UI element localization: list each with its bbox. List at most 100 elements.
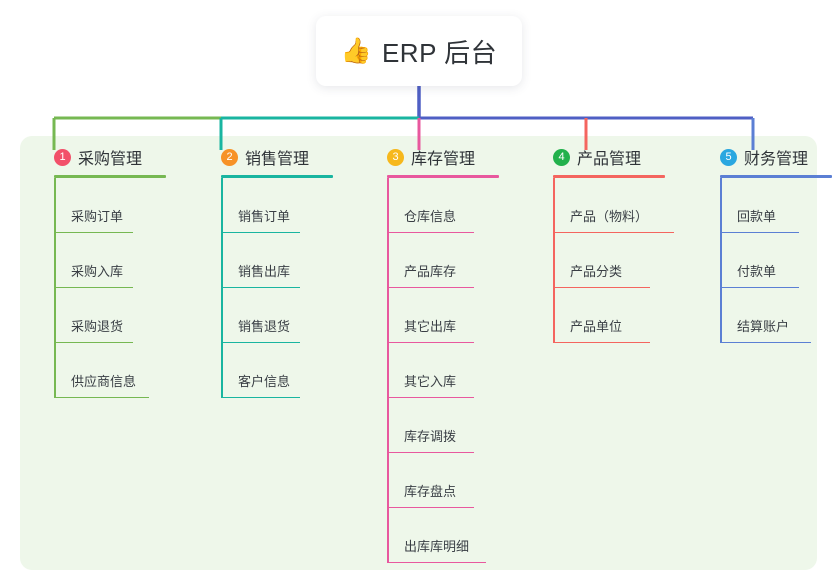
menu-item[interactable]: 出库库明细 — [388, 508, 529, 563]
menu-item-rule — [721, 231, 799, 233]
menu-item[interactable]: 仓库信息 — [388, 178, 529, 233]
menu-item-rule — [721, 286, 799, 288]
column-spine-4 — [553, 178, 555, 343]
column-rule-2 — [221, 175, 333, 178]
column-badge-1: 1 — [54, 148, 71, 166]
menu-item-rule — [554, 286, 650, 288]
column-spine-1 — [54, 178, 56, 398]
menu-item[interactable]: 库存调拨 — [388, 398, 529, 453]
column-items-2: 销售订单销售出库销售退货客户信息 — [203, 178, 353, 398]
column-header-1[interactable]: 1 采购管理 — [36, 146, 186, 168]
menu-item-rule — [222, 231, 300, 233]
menu-item[interactable]: 库存盘点 — [388, 453, 529, 508]
menu-item-label: 回款单 — [737, 209, 777, 224]
column-spine-2 — [221, 178, 223, 398]
menu-item-rule — [388, 506, 474, 508]
column-badge-4: 4 — [553, 148, 570, 166]
menu-item-label: 供应商信息 — [71, 374, 137, 389]
menu-item-label: 采购退货 — [71, 319, 124, 334]
column-items-4: 产品（物料） 产品分类产品单位 — [535, 178, 700, 343]
menu-item-label: 销售出库 — [238, 264, 291, 279]
column-1: 1 采购管理采购订单采购入库采购退货供应商信息 — [36, 146, 186, 398]
column-title-4: 产品管理 — [577, 151, 642, 168]
menu-item-rule — [721, 341, 811, 343]
menu-item[interactable]: 回款单 — [721, 178, 839, 233]
column-badge-3: 3 — [387, 148, 404, 166]
menu-item-rule — [222, 396, 300, 398]
root-node-erp-backend[interactable]: 👍 ERP 后台 — [316, 16, 522, 86]
column-title-3: 库存管理 — [411, 151, 476, 168]
background-panel — [20, 136, 817, 570]
column-header-2[interactable]: 2 销售管理 — [203, 146, 353, 168]
column-badge-2: 2 — [221, 148, 238, 166]
menu-item-rule — [55, 231, 133, 233]
menu-item-rule — [388, 451, 474, 453]
menu-item-label: 付款单 — [737, 264, 777, 279]
column-title-2: 销售管理 — [245, 151, 310, 168]
menu-item[interactable]: 付款单 — [721, 233, 839, 288]
menu-item-rule — [388, 231, 474, 233]
menu-item-label: 销售退货 — [238, 319, 291, 334]
root-node-title: ERP 后台 — [381, 37, 498, 68]
column-header-3[interactable]: 3 库存管理 — [369, 146, 529, 168]
menu-item[interactable]: 客户信息 — [222, 343, 353, 398]
menu-item[interactable]: 其它出库 — [388, 288, 529, 343]
menu-item-label: 采购入库 — [71, 264, 124, 279]
menu-item-label: 库存调拨 — [404, 429, 457, 444]
menu-item-rule — [388, 561, 486, 563]
column-items-1: 采购订单采购入库采购退货供应商信息 — [36, 178, 186, 398]
column-5: 5 财务管理回款单付款单结算账户 — [702, 146, 839, 343]
menu-item-label: 仓库信息 — [404, 209, 457, 224]
menu-item[interactable]: 采购订单 — [55, 178, 186, 233]
menu-item[interactable]: 产品分类 — [554, 233, 700, 288]
menu-item-rule — [222, 286, 300, 288]
menu-item-label: 产品（物料） — [570, 209, 649, 224]
menu-item-label: 其它出库 — [404, 319, 457, 334]
menu-item-rule — [554, 341, 650, 343]
menu-item-rule — [222, 341, 300, 343]
menu-item-rule — [388, 286, 474, 288]
menu-item[interactable]: 销售出库 — [222, 233, 353, 288]
column-rule-3 — [387, 175, 499, 178]
column-3: 3 库存管理仓库信息产品库存其它出库其它入库库存调拨库存盘点出库库明细 — [369, 146, 529, 563]
menu-item[interactable]: 产品库存 — [388, 233, 529, 288]
menu-item[interactable]: 产品（物料） — [554, 178, 700, 233]
menu-item-label: 结算账户 — [737, 319, 790, 334]
menu-item-label: 出库库明细 — [404, 539, 470, 554]
menu-item[interactable]: 供应商信息 — [55, 343, 186, 398]
column-items-3: 仓库信息产品库存其它出库其它入库库存调拨库存盘点出库库明细 — [369, 178, 529, 563]
menu-item-label: 客户信息 — [238, 374, 291, 389]
column-spine-5 — [720, 178, 722, 343]
menu-item-rule — [55, 396, 149, 398]
menu-item[interactable]: 其它入库 — [388, 343, 529, 398]
column-header-4[interactable]: 4 产品管理 — [535, 146, 700, 168]
menu-item[interactable]: 采购退货 — [55, 288, 186, 343]
menu-item[interactable]: 产品单位 — [554, 288, 700, 343]
menu-item-label: 库存盘点 — [404, 484, 457, 499]
menu-item[interactable]: 结算账户 — [721, 288, 839, 343]
column-2: 2 销售管理销售订单销售出库销售退货客户信息 — [203, 146, 353, 398]
column-4: 4 产品管理产品（物料） 产品分类产品单位 — [535, 146, 700, 343]
menu-item[interactable]: 采购入库 — [55, 233, 186, 288]
column-title-5: 财务管理 — [744, 151, 809, 168]
menu-item[interactable]: 销售退货 — [222, 288, 353, 343]
menu-item-rule — [55, 341, 133, 343]
column-items-5: 回款单付款单结算账户 — [702, 178, 839, 343]
menu-item-label: 其它入库 — [404, 374, 457, 389]
menu-item-rule — [554, 231, 674, 233]
column-header-5[interactable]: 5 财务管理 — [702, 146, 839, 168]
column-rule-4 — [553, 175, 665, 178]
menu-item[interactable]: 销售订单 — [222, 178, 353, 233]
menu-item-label: 采购订单 — [71, 209, 124, 224]
thumbs-up-icon: 👍 — [340, 36, 372, 65]
column-badge-5: 5 — [720, 148, 737, 166]
menu-item-label: 产品单位 — [570, 319, 623, 334]
menu-item-rule — [388, 396, 474, 398]
column-title-1: 采购管理 — [78, 151, 143, 168]
column-rule-1 — [54, 175, 166, 178]
column-spine-3 — [387, 178, 389, 563]
menu-item-rule — [388, 341, 474, 343]
menu-item-rule — [55, 286, 133, 288]
menu-item-label: 产品库存 — [404, 264, 457, 279]
